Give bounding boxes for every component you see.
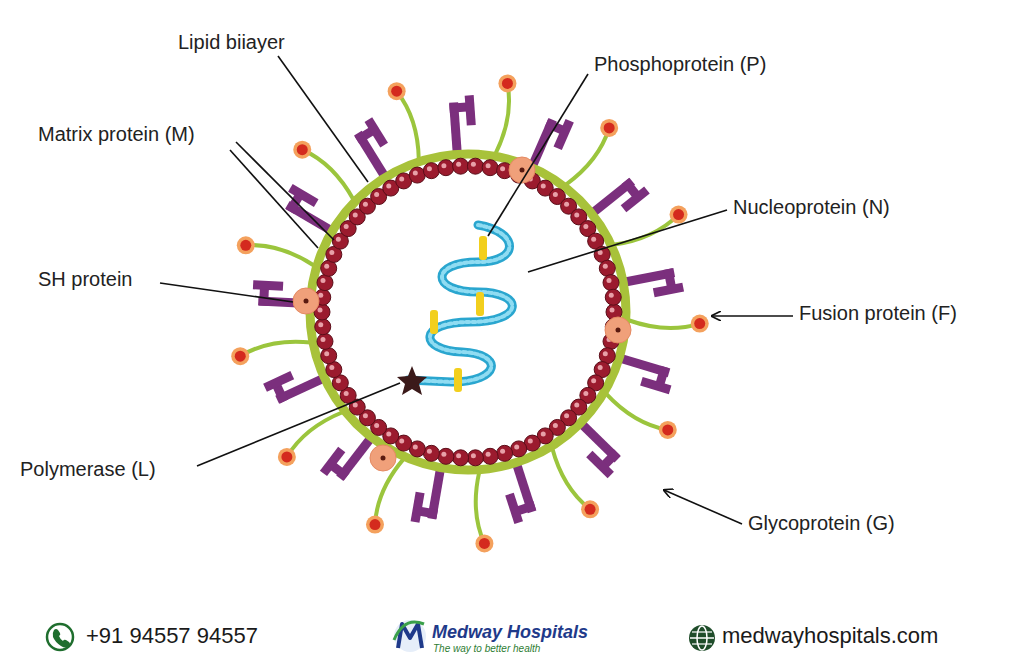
phosphoprotein-bar (476, 292, 484, 316)
leader-arrow (664, 490, 742, 524)
fusion-protein (497, 463, 538, 524)
hospital-logo (394, 620, 426, 652)
glycoprotein-tip (231, 347, 249, 365)
phone-icon (47, 624, 73, 650)
part-label: Polymerase (L) (20, 458, 156, 480)
logo-name: Medway Hospitals (432, 623, 588, 643)
globe-icon (689, 625, 715, 651)
fusion-protein (449, 95, 478, 153)
glycoprotein-core (235, 351, 246, 362)
fusion-protein (624, 267, 684, 302)
glycoprotein-core (297, 144, 308, 155)
part-label: Glycoprotein (G) (748, 512, 895, 534)
glycoprotein-tip (475, 534, 493, 552)
leader-line (236, 142, 334, 240)
glycoprotein-core (479, 538, 490, 549)
fusion-protein (411, 466, 445, 525)
logo-tagline: The way to better health (433, 643, 540, 654)
nucleoprotein-texture (408, 225, 512, 382)
glycoprotein-core (281, 451, 292, 462)
glycoprotein-core (391, 86, 402, 97)
sh-proteins (293, 157, 631, 471)
phone-number: +91 94557 94557 (86, 624, 258, 648)
website-address: medwayhospitals.com (722, 624, 938, 648)
leader-line (528, 210, 727, 272)
glycoprotein-tip (237, 236, 255, 254)
leader-line (160, 283, 293, 302)
polymerase-star (397, 366, 427, 395)
part-label: Matrix protein (M) (38, 123, 195, 145)
fusion-protein (615, 354, 676, 394)
part-label: SH protein (38, 268, 133, 290)
part-label: Nucleoprotein (N) (733, 196, 890, 218)
glycoprotein-tip (670, 206, 688, 224)
glycoprotein-stem (246, 245, 315, 266)
phosphoprotein-bar (454, 368, 462, 392)
leader-arrow (712, 315, 793, 317)
glycoprotein-core (694, 318, 705, 329)
glycoprotein-tip (366, 516, 384, 534)
glycoprotein-stem (240, 342, 311, 357)
glycoprotein-core (585, 504, 596, 515)
nucleocapsid (397, 225, 512, 395)
phosphoprotein-bar (479, 236, 487, 260)
glycoprotein-tip (659, 421, 677, 439)
part-label: Fusion protein (F) (799, 302, 957, 324)
leader-line (488, 74, 588, 236)
matrix-protein-layer (314, 158, 622, 466)
glycoprotein-stem (476, 472, 485, 544)
glycoprotein-stem (397, 91, 419, 160)
nucleoprotein-strand (408, 225, 512, 382)
glycoprotein-stem (552, 448, 590, 509)
glycoprotein-core (673, 209, 684, 220)
glycoprotein-stem (613, 215, 678, 245)
glycoprotein-stem (302, 150, 353, 200)
glycoprotein-stem (606, 393, 668, 430)
glycoprotein-stem (287, 412, 343, 457)
glycoprotein-core (604, 122, 615, 133)
lipid-bilayer (310, 154, 626, 470)
glycoprotein-tip (498, 74, 516, 92)
phosphoprotein-bar (430, 310, 438, 334)
glycoprotein-tip (691, 315, 709, 333)
glycoprotein-core (502, 78, 513, 89)
glycoprotein-tip (293, 141, 311, 159)
glycoprotein-tip (600, 119, 618, 137)
part-label: Lipid biiayer (178, 31, 285, 53)
glycoprotein-core (240, 240, 251, 251)
glycoprotein-tip (388, 82, 406, 100)
glycoprotein-stem (495, 83, 509, 154)
glycoprotein-core (369, 519, 380, 530)
glycoprotein-tip (581, 500, 599, 518)
leader-line (230, 150, 318, 248)
leader-line (278, 56, 368, 182)
leader-lines (160, 56, 793, 524)
glycoprotein-stem (628, 320, 700, 328)
glycoprotein-tip (278, 448, 296, 466)
glycoprotein-stem (565, 128, 609, 185)
part-label: Phosphoprotein (P) (594, 53, 766, 75)
glycoprotein-core (662, 424, 673, 435)
surface-proteins (231, 74, 708, 552)
leader-line (197, 383, 400, 466)
